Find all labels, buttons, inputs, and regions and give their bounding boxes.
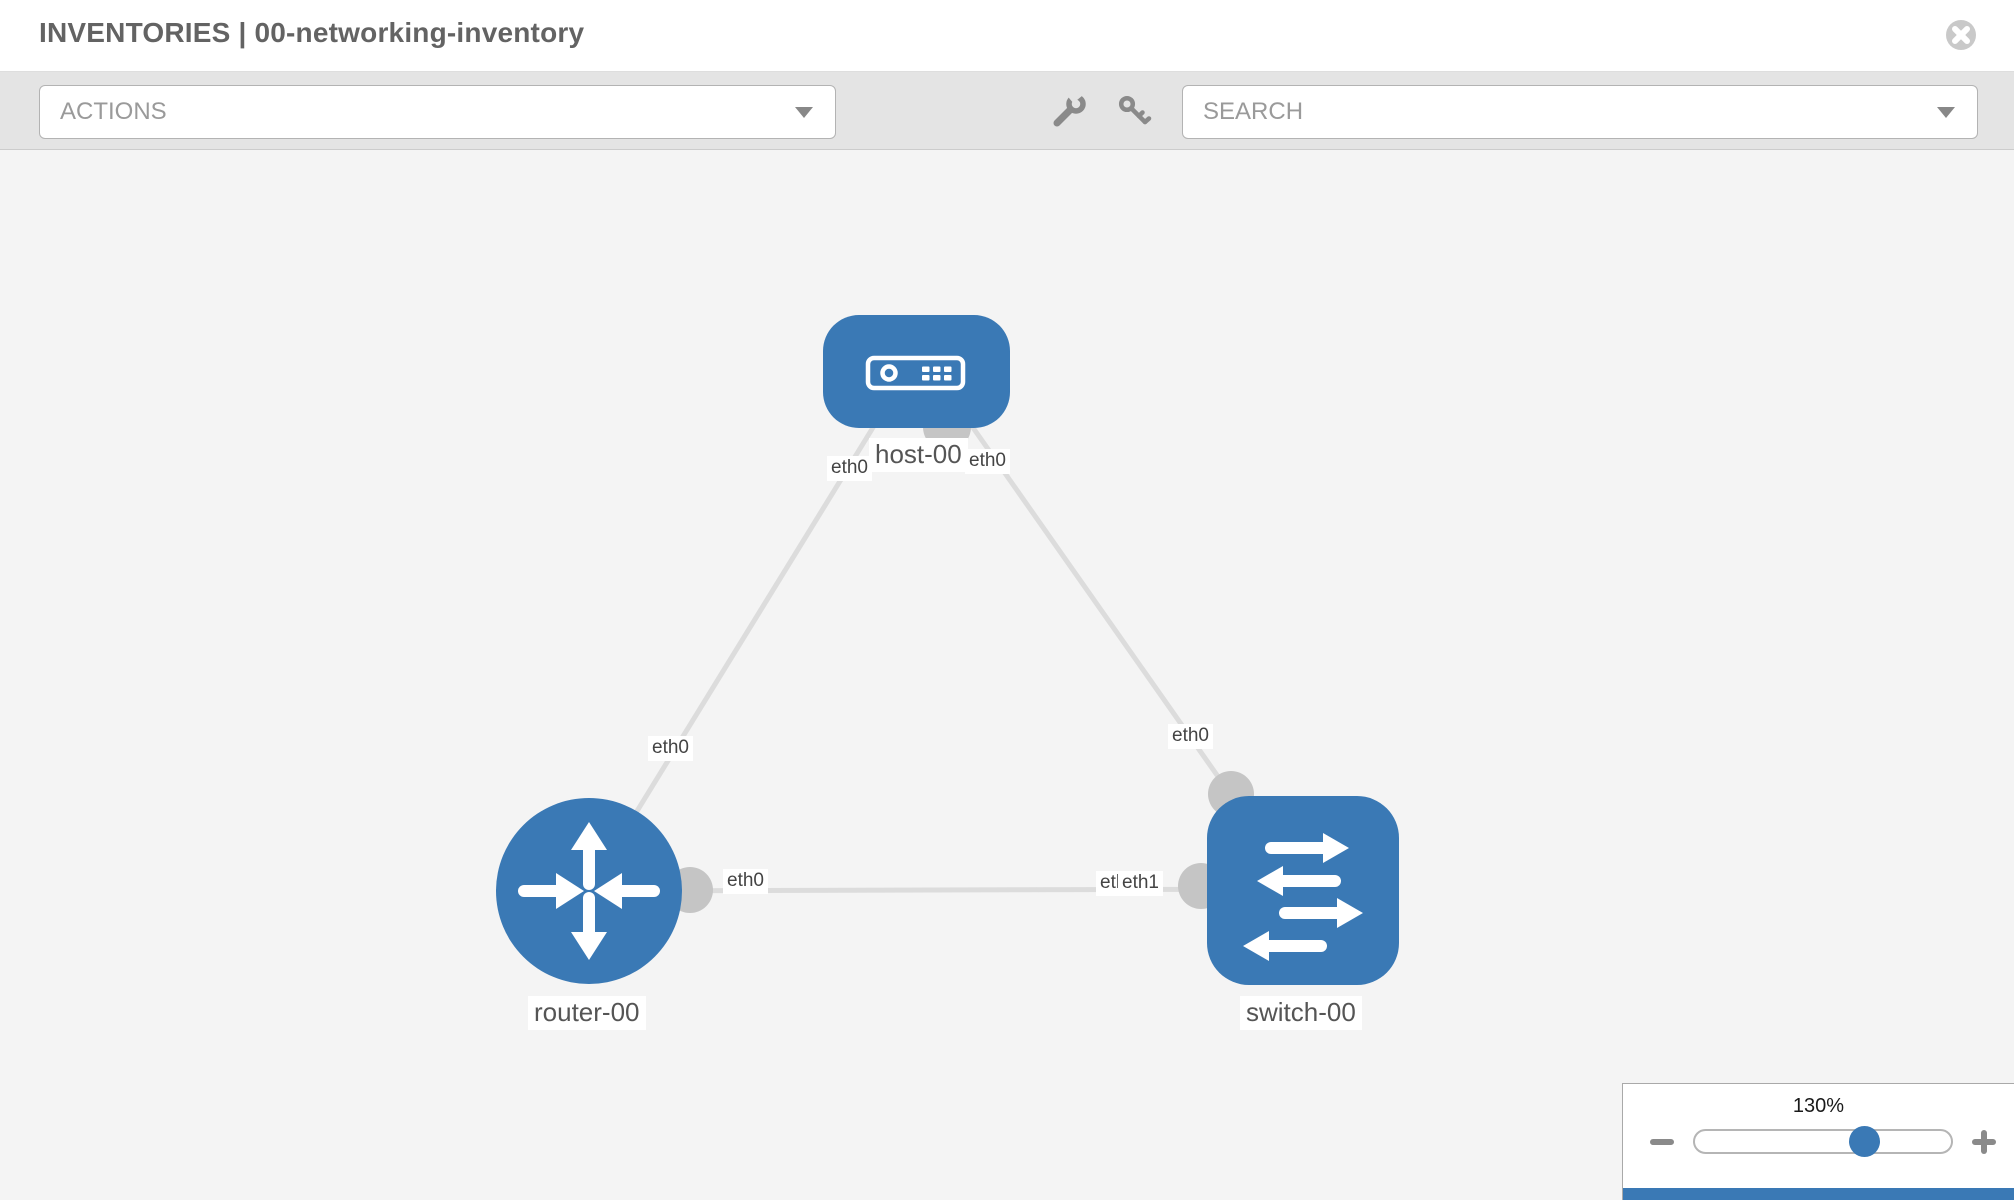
zoom-panel: 130% (1622, 1083, 2014, 1200)
actions-dropdown[interactable]: ACTIONS (39, 85, 836, 139)
port-label-switch-top: eth0 (1168, 724, 1213, 749)
node-label-switch: switch-00 (1240, 996, 1362, 1030)
header: INVENTORIES | 00-networking-inventory (0, 0, 2014, 72)
topology-links (588, 406, 1304, 894)
topology-canvas[interactable]: host-00 router-00 switch-00 eth0 eth0 et… (0, 150, 2014, 1200)
port-label-router-top: eth0 (648, 736, 693, 761)
port-label-router-right: eth0 (723, 869, 768, 894)
port-label-host-left: eth0 (827, 456, 872, 481)
node-switch-00[interactable] (1207, 796, 1399, 985)
search-dropdown-label: SEARCH (1203, 98, 1304, 125)
zoom-slider-knob[interactable] (1849, 1126, 1880, 1157)
key-panel-edge (1623, 1188, 2014, 1200)
port-label-switch-left-front: eth1 (1118, 871, 1163, 896)
link-host-router[interactable] (607, 406, 888, 857)
toolbar: ACTIONS SEARCH (0, 72, 2014, 150)
chevron-down-icon (1937, 107, 1955, 118)
router-icon (518, 822, 660, 960)
actions-dropdown-label: ACTIONS (60, 98, 167, 125)
zoom-in-button[interactable] (1972, 1130, 1996, 1154)
port-label-host-right: eth0 (965, 449, 1010, 474)
switch-icon (1243, 833, 1363, 961)
key-icon (1118, 95, 1152, 125)
node-label-router: router-00 (528, 996, 646, 1030)
host-icon (865, 355, 966, 391)
zoom-out-button[interactable] (1650, 1139, 1674, 1145)
wrench-icon (1053, 88, 1086, 127)
credentials-button[interactable] (1116, 93, 1154, 131)
zoom-level-value: 130% (1792, 1095, 1845, 1117)
node-label-host: host-00 (869, 438, 968, 472)
page-title: INVENTORIES | 00-networking-inventory (39, 17, 585, 48)
close-button[interactable] (1944, 18, 1978, 52)
chevron-down-icon (795, 107, 813, 118)
zoom-slider[interactable] (1693, 1126, 1953, 1157)
close-icon (1946, 20, 1976, 50)
node-router-00[interactable] (496, 798, 682, 984)
configure-button[interactable] (1049, 88, 1087, 131)
node-host-00[interactable] (823, 315, 1010, 428)
search-dropdown[interactable]: SEARCH (1182, 85, 1978, 139)
